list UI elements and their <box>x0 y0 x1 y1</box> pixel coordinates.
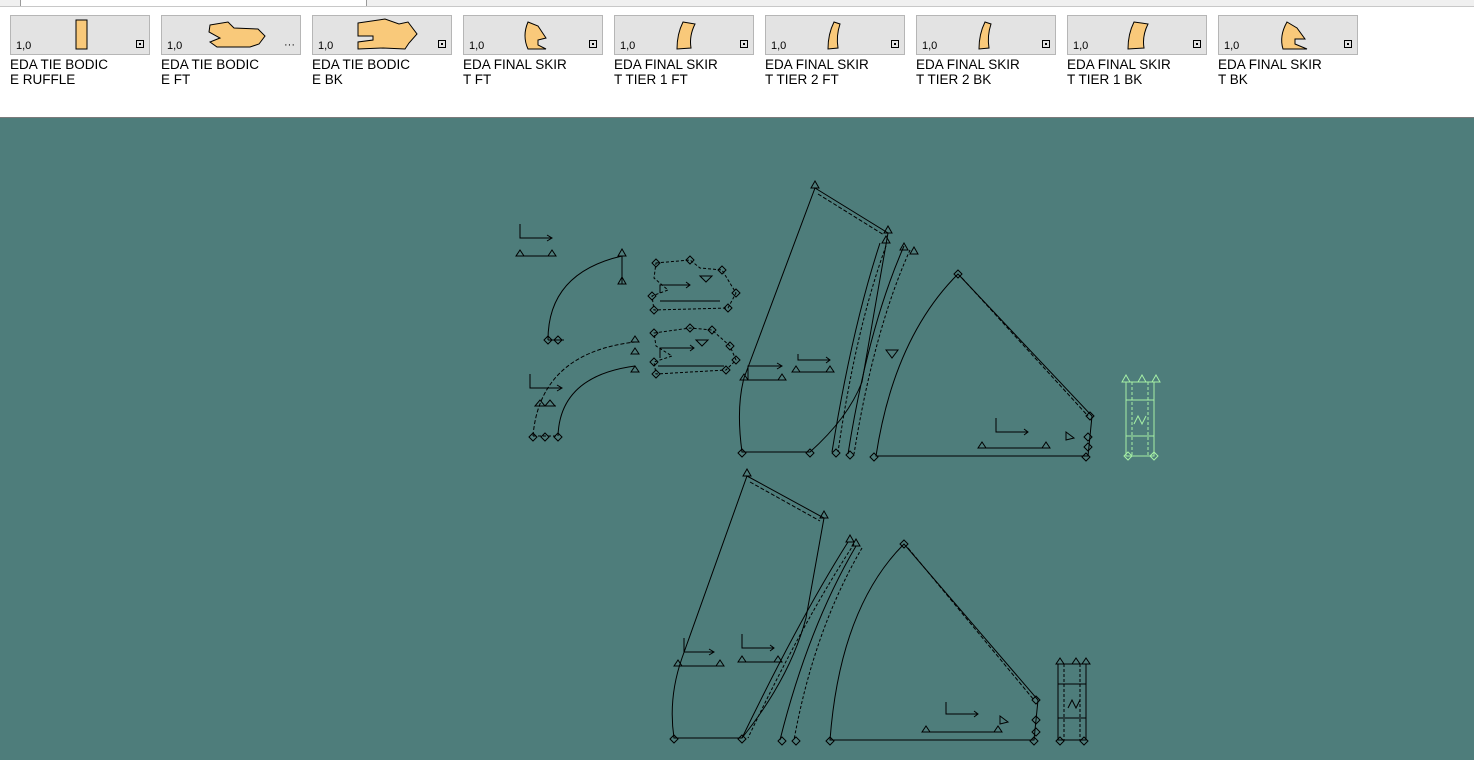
piece-thumbnail-preview: 1,0 <box>1218 15 1358 55</box>
piece-thumbnail-preview: 1,0 <box>916 15 1056 55</box>
piece-name: EDA FINAL SKIR T TIER 2 FT <box>765 57 869 87</box>
piece-quantity: 1,0 <box>620 40 636 52</box>
piece-menu-icon[interactable] <box>1042 40 1050 51</box>
skirt-front-shape-icon <box>524 21 547 50</box>
piece-menu-icon[interactable] <box>438 40 446 51</box>
pattern-piece-skirt-tier-2-ft-lower[interactable] <box>777 537 863 746</box>
piece-quantity: 1,0 <box>469 40 485 52</box>
piece-thumbnail-preview: 1,0 <box>765 15 905 55</box>
piece-thumbnail-8[interactable]: 1,0 EDA FINAL SKIR T BK <box>1218 15 1358 120</box>
piece-quantity: 1,0 <box>922 40 938 52</box>
pattern-piece-ruffle-strip-lower[interactable] <box>1055 657 1091 746</box>
piece-quantity: 1,0 <box>318 40 334 52</box>
pattern-piece-skirt-back-lower[interactable] <box>825 539 1041 746</box>
window-top-strip <box>0 0 1474 7</box>
piece-name: EDA FINAL SKIR T TIER 1 BK <box>1067 57 1171 87</box>
piece-thumbnail-5[interactable]: 1,0 EDA FINAL SKIR T TIER 2 FT <box>765 15 905 120</box>
piece-thumbnail-6[interactable]: 1,0 EDA FINAL SKIR T TIER 2 BK <box>916 15 1056 120</box>
ruffle-shape-icon <box>75 19 88 50</box>
piece-name: EDA FINAL SKIR T FT <box>463 57 567 87</box>
document-tab[interactable] <box>20 0 367 6</box>
pattern-piece-ruffle-lower[interactable] <box>528 335 640 442</box>
piece-name: EDA FINAL SKIR T TIER 1 FT <box>614 57 718 87</box>
piece-thumbnail-preview: 1,0 <box>1067 15 1207 55</box>
skirt-tier-shape-icon <box>978 21 992 50</box>
pattern-piece-skirt-front-upper[interactable] <box>737 179 893 458</box>
piece-name: EDA TIE BODIC E FT <box>161 57 260 87</box>
skirt-back-shape-icon <box>1281 21 1308 50</box>
pattern-piece-bodice-back[interactable] <box>649 323 741 379</box>
piece-quantity: 1,0 <box>1224 40 1240 52</box>
piece-menu-icon[interactable] <box>1344 40 1352 51</box>
piece-thumbnail-preview: 1,0 <box>614 15 754 55</box>
piece-menu-icon[interactable] <box>136 40 144 51</box>
piece-name: EDA FINAL SKIR T BK <box>1218 57 1322 87</box>
piece-thumbnail-bar: 1,0 EDA TIE BODIC E RUFFLE 1,0 ··· EDA T… <box>0 7 1474 118</box>
piece-thumbnail-2[interactable]: 1,0 EDA TIE BODIC E BK <box>312 15 452 120</box>
piece-name: EDA FINAL SKIR T TIER 2 BK <box>916 57 1020 87</box>
pattern-piece-skirt-front-lower[interactable] <box>669 467 829 744</box>
piece-quantity: 1,0 <box>771 40 787 52</box>
piece-thumbnail-3[interactable]: 1,0 EDA FINAL SKIR T FT <box>463 15 603 120</box>
grainline-arrow <box>515 224 557 257</box>
bodice-back-shape-icon <box>357 18 418 50</box>
piece-menu-icon[interactable] <box>1193 40 1201 51</box>
pattern-piece-selected[interactable] <box>1121 373 1161 461</box>
bodice-front-shape-icon <box>208 21 266 48</box>
pattern-piece-bodice-front[interactable] <box>647 255 741 315</box>
piece-menu-icon[interactable] <box>589 40 597 51</box>
piece-thumbnail-1[interactable]: 1,0 ··· EDA TIE BODIC E FT <box>161 15 301 120</box>
marker-workspace[interactable] <box>0 118 1474 760</box>
piece-thumbnail-7[interactable]: 1,0 EDA FINAL SKIR T TIER 1 BK <box>1067 15 1207 120</box>
skirt-tier-shape-icon <box>1127 21 1149 50</box>
piece-thumbnail-0[interactable]: 1,0 EDA TIE BODIC E RUFFLE <box>10 15 150 120</box>
piece-name: EDA TIE BODIC E RUFFLE <box>10 57 109 87</box>
piece-thumbnail-preview: 1,0 <box>312 15 452 55</box>
skirt-tier-shape-icon <box>827 21 841 50</box>
piece-quantity: 1,0 <box>1073 40 1089 52</box>
piece-name: EDA TIE BODIC E BK <box>312 57 411 87</box>
pattern-piece-skirt-tier-2-ft-upper[interactable] <box>845 241 919 460</box>
pattern-piece-skirt-tier-1-ft-upper[interactable] <box>791 234 891 458</box>
ellipsis-icon[interactable]: ··· <box>284 39 295 51</box>
piece-thumbnail-preview: 1,0 <box>463 15 603 55</box>
piece-thumbnail-preview: 1,0 ··· <box>161 15 301 55</box>
pattern-piece-skirt-back-upper[interactable] <box>869 269 1095 462</box>
piece-quantity: 1,0 <box>16 40 32 52</box>
skirt-tier-shape-icon <box>676 21 696 50</box>
piece-quantity: 1,0 <box>167 40 183 52</box>
pattern-canvas[interactable] <box>0 118 1474 760</box>
piece-thumbnail-4[interactable]: 1,0 EDA FINAL SKIR T TIER 1 FT <box>614 15 754 120</box>
pattern-piece-skirt-tier-1-ft-lower[interactable] <box>737 533 855 739</box>
pattern-piece-ruffle-upper[interactable] <box>543 247 627 345</box>
piece-menu-icon[interactable] <box>740 40 748 51</box>
piece-menu-icon[interactable] <box>891 40 899 51</box>
piece-thumbnail-preview: 1,0 <box>10 15 150 55</box>
